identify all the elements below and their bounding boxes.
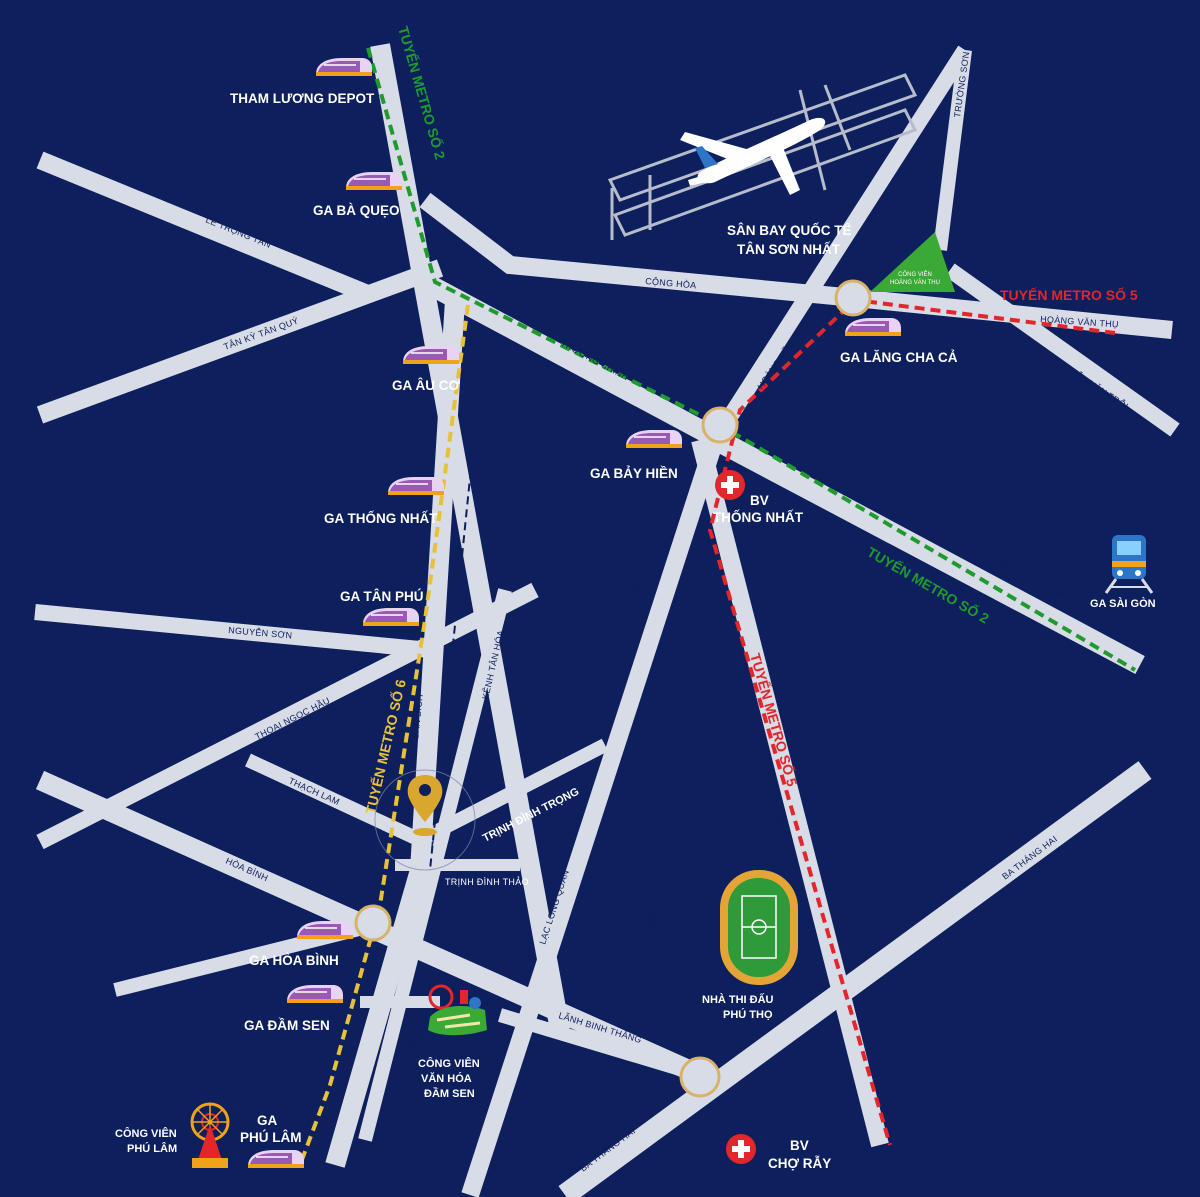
airplane-icon bbox=[680, 117, 826, 195]
road-ly-thuong-kiet bbox=[691, 437, 889, 1148]
train-icon bbox=[296, 920, 354, 940]
station-dam-sen: GA ĐẦM SEN bbox=[244, 1018, 330, 1033]
station-phu-lam-line1: GA bbox=[257, 1113, 278, 1128]
label-tan-ky-tan-quy: TÂN KỲ TÂN QUÝ bbox=[222, 315, 300, 351]
road-cmt8 bbox=[710, 431, 1145, 674]
cv-dam-sen-line1: CÔNG VIÊN bbox=[418, 1057, 480, 1070]
road-au-co bbox=[370, 43, 570, 1032]
cv-phu-lam-line2: PHÚ LÂM bbox=[127, 1142, 177, 1155]
hospital-icon bbox=[726, 1134, 756, 1164]
station-ba-queo: GA BÀ QUẸO bbox=[313, 203, 400, 218]
train-icon bbox=[387, 476, 445, 496]
label-thach-lam: THẠCH LAM bbox=[287, 776, 341, 807]
road-tan-ky-tan-quy bbox=[36, 259, 444, 424]
road-thoai-ngoc-hau bbox=[36, 582, 539, 850]
metro5-label-right: TUYẾN METRO SỐ 5 bbox=[747, 651, 801, 788]
road-truong-son bbox=[933, 49, 972, 251]
road-lanh-binh-thang bbox=[497, 1008, 703, 1082]
road-thach-lam bbox=[245, 753, 423, 847]
train-icon bbox=[402, 345, 460, 365]
train-icon bbox=[844, 317, 902, 337]
train-icon bbox=[625, 429, 683, 449]
airport-name-line2: TÂN SƠN NHẤT bbox=[737, 242, 841, 257]
amusement-park-icon bbox=[428, 984, 487, 1036]
stadium-label-line1: NHÀ THI ĐẤU bbox=[702, 993, 774, 1006]
trinh-dinh-thao-label: TRỊNH ĐÌNH THẢO bbox=[445, 876, 529, 887]
roundabout-cong-hoa bbox=[834, 279, 872, 317]
road-nguyen-van-troi bbox=[945, 263, 1180, 437]
station-tan-phu: GA TÂN PHÚ bbox=[340, 589, 424, 604]
park-hoang-van-thu bbox=[870, 232, 955, 292]
airport-name-line1: SÂN BAY QUỐC TẾ bbox=[727, 223, 852, 238]
metro6-label: TUYẾN METRO SỐ 6 bbox=[361, 677, 409, 815]
metro-line-6 bbox=[298, 304, 470, 1166]
metro5-label-top: TUYẾN METRO SỐ 5 bbox=[1000, 286, 1138, 303]
station-tham-luong: THAM LƯƠNG DEPOT bbox=[230, 91, 375, 106]
station-phu-lam-line2: PHÚ LÂM bbox=[240, 1130, 302, 1145]
station-lang-cha-ca: GA LĂNG CHA CẢ bbox=[840, 350, 958, 365]
bv-cho-ray-line2: CHỢ RẪY bbox=[768, 1156, 831, 1171]
train-icon bbox=[345, 171, 403, 191]
metro-line-5 bbox=[707, 297, 1116, 1146]
cv-phu-lam-line1: CÔNG VIÊN bbox=[115, 1127, 177, 1140]
station-hoa-binh: GA HÒA BÌNH bbox=[249, 953, 339, 968]
station-au-co: GA ÂU CƠ bbox=[392, 378, 460, 393]
road-kenh-tan-hoa bbox=[358, 588, 512, 1142]
road-ba-thang-hai bbox=[558, 761, 1152, 1197]
cv-dam-sen-line3: ĐẦM SEN bbox=[424, 1087, 475, 1100]
roundabout-phu-tho bbox=[679, 1056, 721, 1098]
park-hoang-van-thu-label-2: HOÀNG VĂN THỤ bbox=[890, 279, 940, 286]
stations: THAM LƯƠNG DEPOT GA BÀ QUẸO GA ÂU CƠ GA … bbox=[230, 57, 1156, 1169]
metro-line-2 bbox=[366, 47, 1137, 672]
label-lac-long-quan: LẠC LONG QUÂN bbox=[620, 548, 654, 625]
label-au-co: ÂU CƠ bbox=[538, 552, 553, 584]
road-le-trong-tan bbox=[36, 151, 374, 304]
train-icon bbox=[286, 984, 344, 1004]
ferris-wheel-icon bbox=[190, 1102, 230, 1168]
roundabout-bay-hien bbox=[701, 406, 739, 444]
road-hoang-van-thu bbox=[708, 45, 972, 445]
airport-runways bbox=[607, 73, 918, 240]
train-icon bbox=[362, 607, 420, 627]
park-hoang-van-thu-label-1: CÔNG VIÊN bbox=[898, 270, 932, 278]
train-icon bbox=[315, 57, 373, 77]
train-icon bbox=[247, 1149, 305, 1169]
road-nguyen-son bbox=[34, 604, 431, 658]
bv-thong-nhat-line2: THỐNG NHẤT bbox=[713, 510, 804, 525]
hospital-icon bbox=[715, 470, 745, 500]
station-thong-nhat: GA THỐNG NHẤT bbox=[324, 511, 438, 526]
road-lac-long-quan-east bbox=[461, 437, 724, 1197]
label-le-dai-hanh: LÊ ĐẠI HÀNH bbox=[636, 868, 658, 929]
stadium-icon bbox=[720, 870, 798, 985]
bv-thong-nhat-line1: BV bbox=[750, 493, 769, 508]
label-cong-hoa: CỘNG HÒA bbox=[645, 276, 697, 290]
cv-dam-sen-line2: VĂN HÓA bbox=[421, 1072, 472, 1085]
roundabouts bbox=[354, 279, 872, 1098]
roundabout-hoa-binh bbox=[354, 904, 392, 942]
railway-train-icon bbox=[1104, 535, 1154, 594]
bv-cho-ray-line1: BV bbox=[790, 1138, 809, 1153]
station-bay-hien: GA BẢY HIỀN bbox=[590, 466, 678, 481]
location-pin-icon bbox=[374, 769, 476, 871]
station-sai-gon: GA SÀI GÒN bbox=[1090, 597, 1156, 610]
stadium-label-line2: PHÚ THỌ bbox=[723, 1008, 773, 1021]
